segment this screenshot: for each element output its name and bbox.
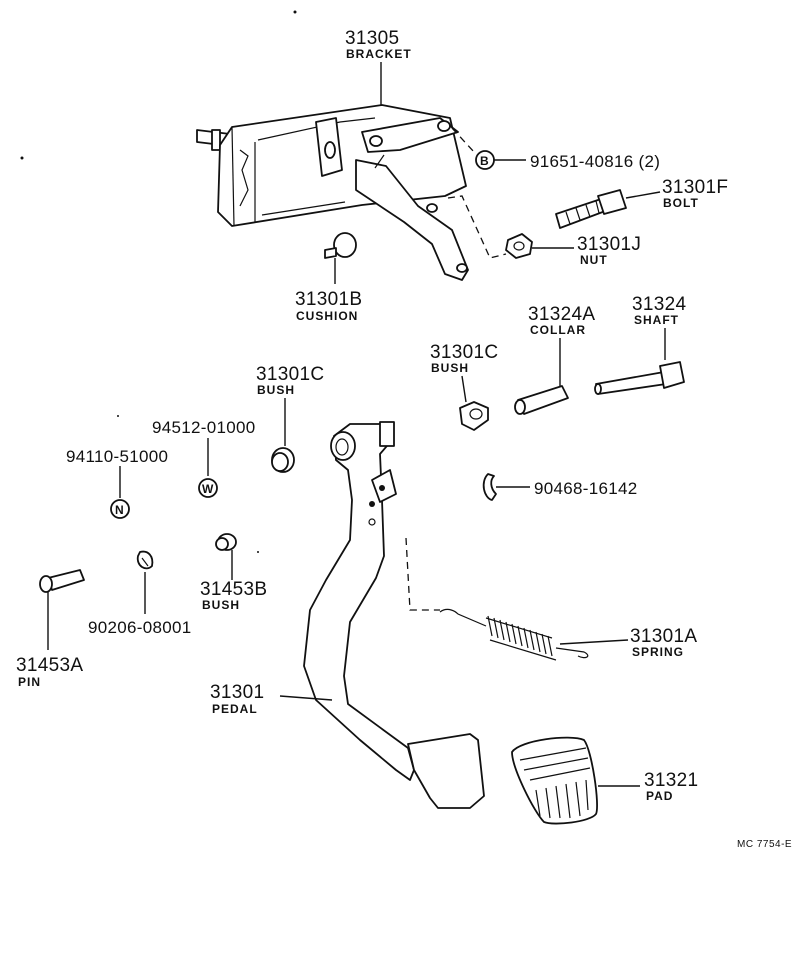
- nut-n-number: 94110-51000: [66, 447, 168, 466]
- bracket-number: 31305: [345, 28, 399, 49]
- bolt-b-symbol: B: [480, 154, 489, 168]
- bush-right-number: 31301C: [430, 342, 498, 363]
- bush-small-name: BUSH: [202, 598, 240, 612]
- bush-small-drawing: [215, 533, 237, 551]
- bush-right-drawing: [459, 401, 489, 431]
- pad-drawing: [511, 736, 598, 825]
- bush-left-number: 31301C: [256, 364, 324, 385]
- washer-number: 94512-01000: [152, 418, 256, 437]
- cotter-number: 90206-08001: [88, 618, 192, 637]
- shaft-drawing: [594, 361, 685, 395]
- bush-left-name: BUSH: [257, 383, 295, 397]
- bolt-number: 31301F: [662, 177, 728, 198]
- cotter-drawing: [136, 550, 154, 570]
- bush-left-drawing: [271, 447, 295, 473]
- spring-name: SPRING: [632, 645, 684, 659]
- nut-name: NUT: [580, 253, 608, 267]
- pedal-drawing: [303, 421, 485, 809]
- shaft-name: SHAFT: [634, 313, 679, 327]
- pedal-name: PEDAL: [212, 702, 258, 716]
- washer-circle: [198, 478, 218, 498]
- washer-symbol: W: [202, 482, 214, 496]
- pin-number: 31453A: [16, 655, 83, 676]
- cushion-number: 31301B: [295, 289, 362, 310]
- collar-number: 31324A: [528, 304, 595, 325]
- spring-number: 31301A: [630, 626, 697, 647]
- bush-small-number: 31453B: [200, 579, 267, 600]
- cushion-drawing: [324, 232, 357, 259]
- clip-number: 90468-16142: [534, 479, 638, 498]
- pad-number: 31321: [644, 770, 698, 791]
- bolt-b-number: 91651-40816 (2): [530, 152, 660, 171]
- nut-n-circle: [110, 499, 130, 519]
- pedal-number: 31301: [210, 682, 264, 703]
- nut-n-symbol: N: [115, 503, 124, 517]
- nut-number: 31301J: [577, 234, 641, 255]
- bracket-drawing: [196, 104, 469, 281]
- pin-drawing: [39, 569, 85, 593]
- bracket-name: BRACKET: [346, 47, 412, 61]
- cushion-name: CUSHION: [296, 309, 358, 323]
- diagram-code: MC 7754-E: [737, 839, 792, 850]
- shaft-number: 31324: [632, 294, 686, 315]
- spring-drawing: [439, 608, 589, 661]
- pad-name: PAD: [646, 789, 673, 803]
- bolt-name: BOLT: [663, 196, 699, 210]
- bolt-drawing: [555, 189, 627, 229]
- clip-drawing: [482, 473, 497, 501]
- pin-name: PIN: [18, 675, 41, 689]
- collar-drawing: [514, 385, 569, 415]
- collar-name: COLLAR: [530, 323, 586, 337]
- nut-drawing: [505, 233, 533, 259]
- bush-right-name: BUSH: [431, 361, 469, 375]
